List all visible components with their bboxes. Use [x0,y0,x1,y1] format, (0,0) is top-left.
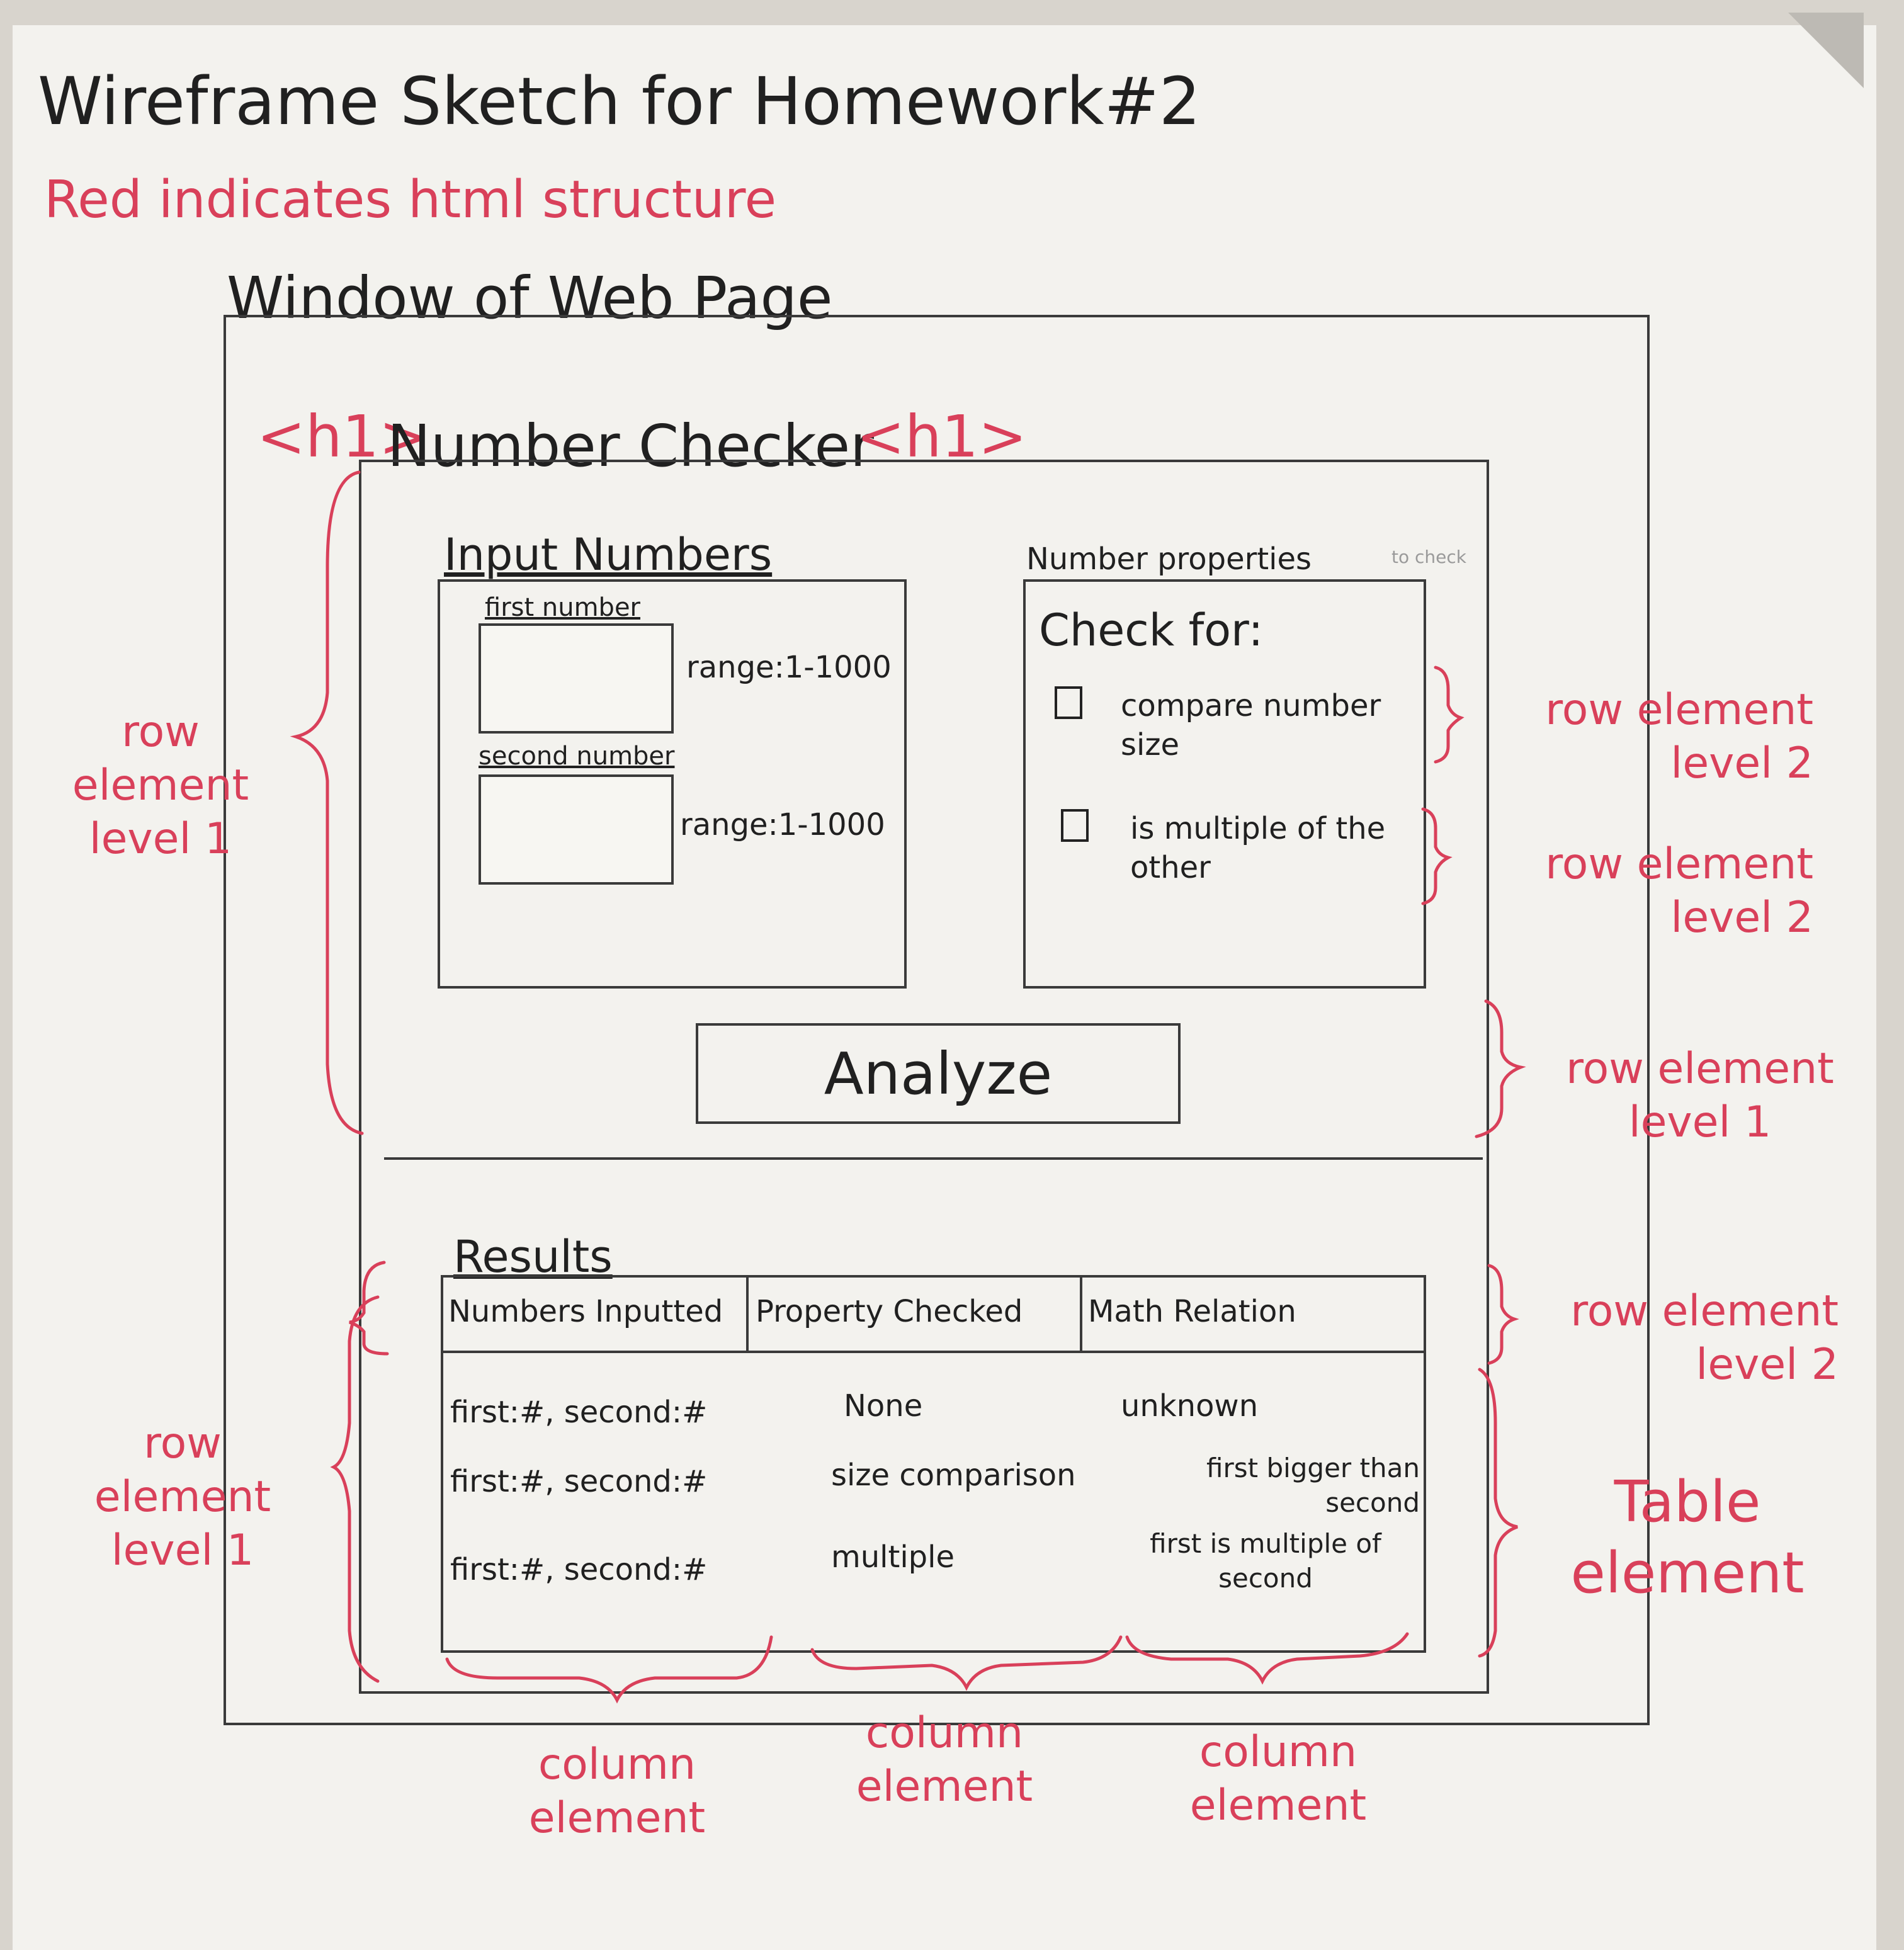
h1-close-tag: <h1> [856,403,1028,470]
table-cell: first bigger than second [1206,1453,1420,1518]
column-divider-2 [1080,1275,1082,1351]
annotation-table-element: Table element [1570,1469,1805,1606]
brace-row-level-1-top [290,470,364,1135]
section-divider [384,1157,1483,1160]
table-cell: first:#, second:# [450,1464,708,1499]
column-divider-1 [746,1275,749,1351]
input-panel [438,579,907,989]
brace-column-2 [810,1635,1123,1691]
sketch-title: Wireframe Sketch for Homework#2 [38,63,1201,140]
analyze-button-label: Analyze [824,1040,1053,1108]
brace-results-header-left [349,1261,389,1356]
brace-analyze [1475,999,1526,1138]
annotation-row-level-1: row element level 1 [1566,1044,1834,1147]
annotation-column-element: column element [1189,1727,1367,1830]
first-number-range: range:1-1000 [686,650,892,685]
annotation-column-element: column element [856,1708,1033,1811]
annotation-row-level-2: row element level 2 [1545,839,1813,943]
first-number-label: first number [485,593,640,622]
results-table [441,1275,1426,1653]
brace-table [1478,1368,1518,1658]
second-number-input[interactable] [479,774,674,885]
table-cell: None [844,1388,923,1424]
paper-sheet [13,25,1876,1950]
column-header-property: Property Checked [756,1294,1023,1329]
table-cell: first is multiple of second [1150,1528,1381,1594]
properties-panel [1023,579,1426,989]
column-header-numbers: Numbers Inputted [448,1294,723,1329]
brace-row-level-1-bottom [330,1295,380,1683]
second-number-range: range:1-1000 [680,807,885,842]
window-label: Window of Web Page [227,264,833,332]
annotation-row-level-1: row element level 1 [94,1419,271,1575]
second-number-label: second number [479,742,675,771]
properties-panel-title: Number properties [1026,541,1312,577]
compare-size-label: compare number size [1121,688,1381,763]
brace-column-3 [1125,1632,1409,1685]
properties-title-suffix: to check [1391,547,1466,567]
h1-open-tag: <h1> [257,403,428,470]
table-cell: first:#, second:# [450,1395,708,1430]
table-cell: unknown [1121,1388,1259,1424]
browser-window-frame [224,315,1650,1725]
check-for-label: Check for: [1039,604,1264,656]
legend-note: Red indicates html structure [44,170,777,230]
brace-option-1 [1434,666,1465,764]
page-fold-corner [1788,13,1864,88]
page-heading: Number Checker [387,412,874,480]
table-cell: first:#, second:# [450,1552,708,1587]
main-container [359,460,1489,1694]
brace-option-2 [1421,807,1453,905]
multiple-checkbox[interactable] [1061,809,1089,842]
brace-results-header [1487,1264,1519,1365]
table-cell: size comparison [831,1458,1076,1493]
first-number-input[interactable] [479,623,674,734]
brace-column-1 [445,1635,773,1704]
annotation-row-level-2: row element level 2 [1545,685,1813,788]
compare-size-checkbox[interactable] [1055,686,1082,719]
table-header-divider [441,1351,1426,1353]
table-cell: multiple [831,1539,955,1575]
results-title: Results [453,1231,613,1283]
input-panel-title: Input Numbers [444,529,773,581]
column-header-relation: Math Relation [1088,1294,1296,1329]
analyze-button[interactable]: Analyze [696,1023,1181,1124]
annotation-row-level-2: row element level 2 [1570,1286,1839,1390]
annotation-row-level-1: row element level 1 [72,707,249,864]
annotation-column-element: column element [528,1740,706,1843]
multiple-label: is multiple of the other [1130,811,1386,886]
